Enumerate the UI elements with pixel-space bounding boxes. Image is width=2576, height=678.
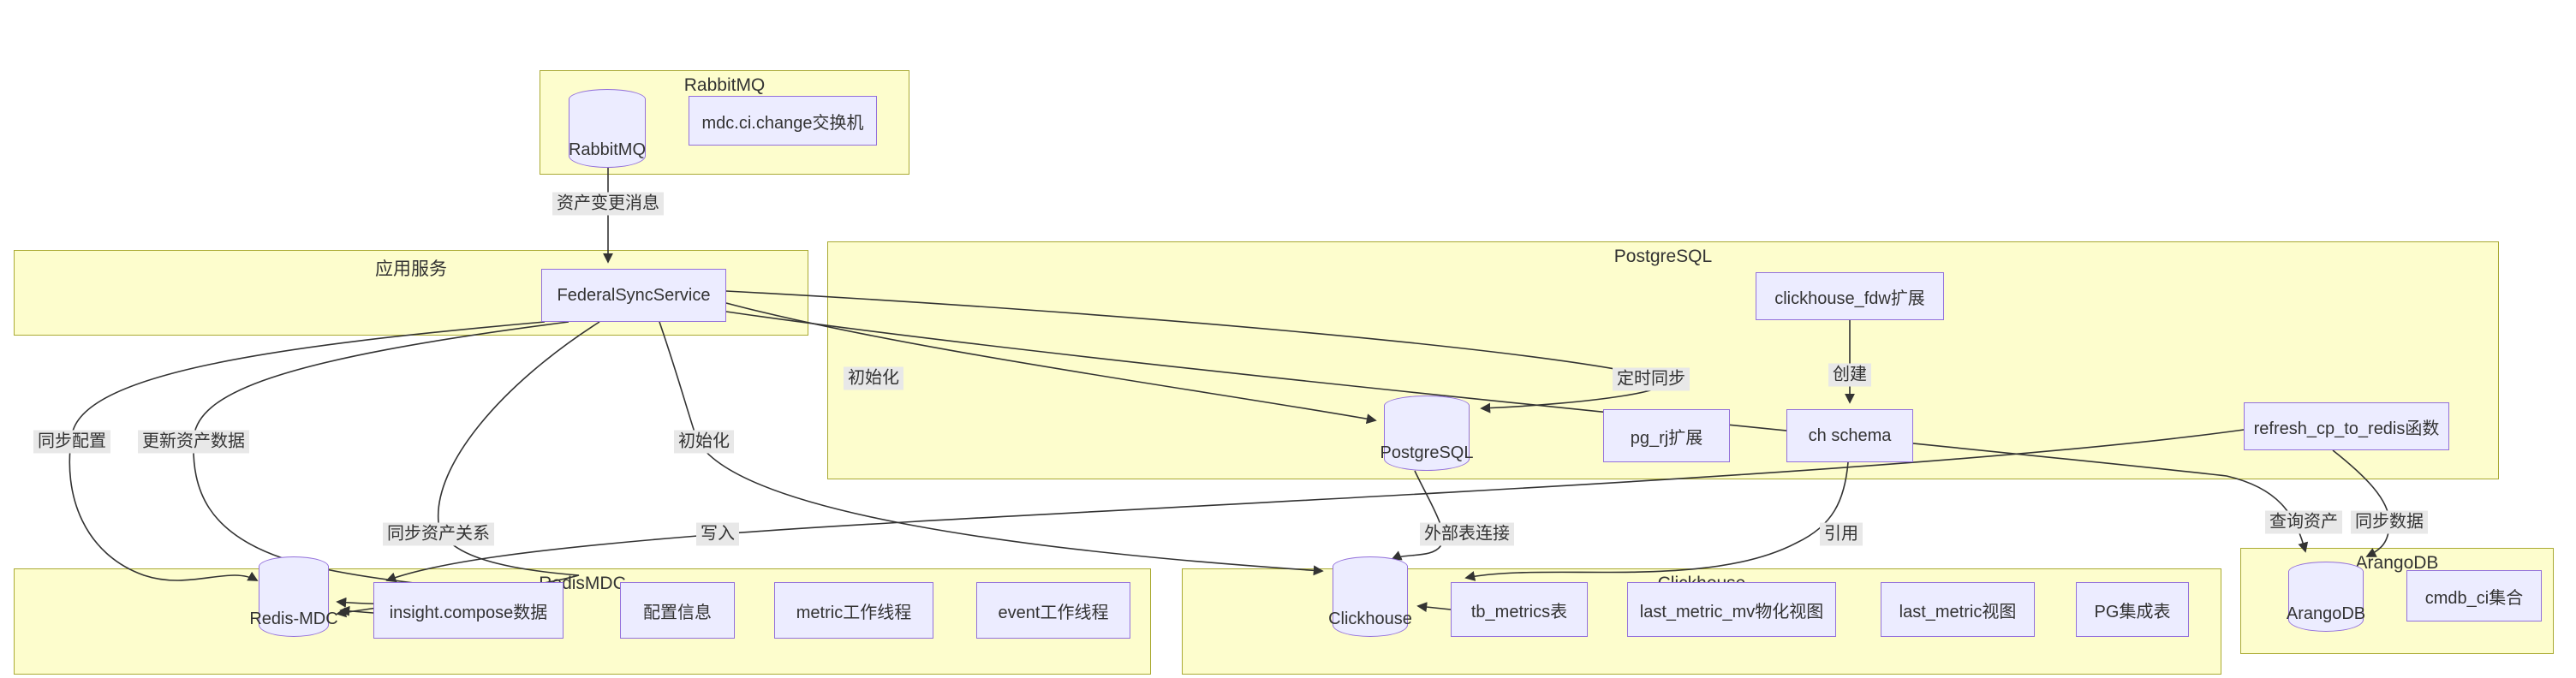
- edge-label-update-asset-data: 更新资产数据: [138, 430, 249, 454]
- node-label: insight.compose数据: [389, 603, 548, 622]
- subgraph-title: PostgreSQL: [1613, 247, 1713, 266]
- node-label: metric工作线程: [796, 603, 912, 622]
- edge-label-query-assets: 查询资产: [2265, 510, 2342, 534]
- node-label: PG集成表: [2094, 602, 2171, 622]
- node-federal-sync-service: FederalSyncService: [541, 269, 726, 322]
- node-insight-compose-data: insight.compose数据: [373, 582, 564, 639]
- node-label: PostgreSQL: [1380, 443, 1474, 462]
- node-refresh-cp-to-redis-fn: refresh_cp_to_redis函数: [2244, 402, 2449, 450]
- node-last-metric-view: last_metric视图: [1881, 582, 2035, 637]
- node-label: tb_metrics表: [1470, 602, 1568, 622]
- node-redis-mdc-db: Redis-MDC: [249, 556, 338, 637]
- node-clickhouse-fdw-ext: clickhouse_fdw扩展: [1756, 272, 1944, 320]
- edge-label-asset-change-message: 资产变更消息: [552, 192, 664, 216]
- edge-label-init-pg: 初始化: [844, 366, 903, 390]
- node-rabbitmq-queue: RabbitMQ: [569, 89, 646, 168]
- subgraph-title: RabbitMQ: [683, 75, 766, 95]
- node-last-metric-mv: last_metric_mv物化视图: [1627, 582, 1836, 637]
- node-tb-metrics-table: tb_metrics表: [1451, 582, 1588, 637]
- node-label: event工作线程: [998, 603, 1109, 622]
- node-label: ch schema: [1808, 425, 1892, 445]
- edge-label-reference: 引用: [1820, 522, 1863, 546]
- node-label: ArangoDB: [2286, 604, 2366, 623]
- edge-label-init-ch: 初始化: [674, 430, 734, 454]
- node-label: last_metric视图: [1899, 602, 2017, 622]
- node-ch-schema: ch schema: [1786, 409, 1913, 462]
- node-label: FederalSyncService: [557, 285, 711, 305]
- edge-label-create: 创建: [1828, 363, 1871, 387]
- node-label: last_metric_mv物化视图: [1639, 602, 1824, 622]
- node-label: RabbitMQ: [568, 140, 647, 159]
- edge-label-sync-data: 同步数据: [2351, 510, 2428, 534]
- edge-label-sync-config: 同步配置: [33, 430, 110, 454]
- node-mdc-ci-change-exchange: mdc.ci.change交换机: [689, 96, 877, 146]
- edge-chschema-tbmetrics: [1464, 461, 1849, 581]
- cylinder-body: [569, 98, 646, 168]
- node-config-info: 配置信息: [620, 582, 735, 639]
- node-pg-integration-table: PG集成表: [2076, 582, 2189, 637]
- node-metric-worker: metric工作线程: [774, 582, 933, 639]
- node-pg-rj-ext: pg_rj扩展: [1603, 409, 1730, 462]
- node-label: clickhouse_fdw扩展: [1774, 288, 1925, 308]
- subgraph-title: ArangoDB: [2355, 553, 2439, 573]
- subgraph-title: 应用服务: [375, 259, 447, 279]
- node-arangodb-db: ArangoDB: [2287, 562, 2365, 632]
- edge-label-write: 写入: [696, 522, 739, 546]
- node-postgresql-db: PostgreSQL: [1380, 396, 1473, 471]
- node-label: cmdb_ci集合: [2424, 588, 2524, 608]
- edge-label-external-table-conn: 外部表连接: [1420, 522, 1514, 546]
- node-label: mdc.ci.change交换机: [701, 113, 864, 133]
- cylinder-body: [2288, 571, 2364, 632]
- node-clickhouse-db: Clickhouse: [1328, 556, 1412, 637]
- node-label: 配置信息: [643, 603, 712, 622]
- node-label: refresh_cp_to_redis函数: [2253, 419, 2440, 438]
- node-label: Redis-MDC: [249, 610, 338, 628]
- edge-fss-redis-update: [193, 321, 569, 608]
- node-event-worker: event工作线程: [976, 582, 1130, 639]
- node-label: Clickhouse: [1328, 610, 1412, 628]
- edge-label-timed-sync: 定时同步: [1613, 367, 1690, 391]
- edge-label-sync-asset-relations: 同步资产关系: [383, 522, 494, 546]
- node-cmdb-ci-collection: cmdb_ci集合: [2406, 570, 2542, 622]
- edge-pg-ch-exttable: [1391, 470, 1444, 561]
- node-label: pg_rj扩展: [1630, 428, 1703, 448]
